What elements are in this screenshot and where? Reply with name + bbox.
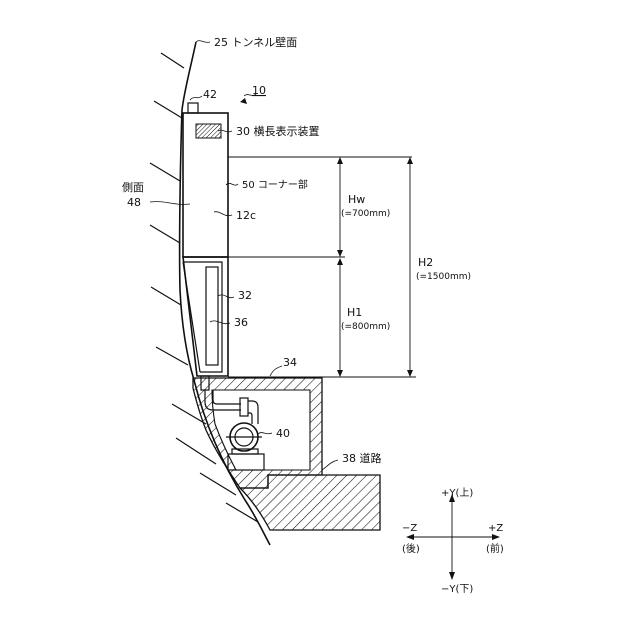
- dim-h1-value: (=800mm): [341, 322, 390, 332]
- dim-h2-value: (=1500mm): [416, 272, 471, 282]
- label-corner-50: 50 コーナー部: [242, 178, 308, 191]
- coordinate-axes: [406, 494, 500, 580]
- label-40: 40: [276, 427, 290, 440]
- dim-h1-label: H1: [347, 306, 362, 319]
- label-10: 10: [252, 84, 266, 97]
- axis-plus-y: +Y(上): [441, 487, 473, 499]
- label-road-38: 38 道路: [342, 451, 382, 465]
- label-side-title: 側面: [122, 181, 144, 194]
- label-tunnel-wall: 25 トンネル壁面: [214, 35, 297, 49]
- dim-h2-label: H2: [418, 256, 433, 269]
- display-device-10: [183, 113, 228, 376]
- mount-bracket-42: [188, 103, 198, 113]
- axis-plus-z-sub: (前): [486, 542, 504, 555]
- axis-minus-y: −Y(下): [441, 584, 473, 595]
- axis-plus-z: +Z: [488, 523, 503, 534]
- axis-minus-z: −Z: [402, 523, 417, 534]
- label-12c: 12c: [236, 209, 256, 222]
- label-side-48: 48: [127, 196, 141, 209]
- dim-hw-value: (=700mm): [341, 209, 390, 219]
- label-display-30: 30 横長表示装置: [236, 124, 320, 138]
- label-42: 42: [203, 88, 217, 101]
- label-36: 36: [234, 316, 248, 329]
- dim-hw-label: Hw: [348, 193, 365, 206]
- axis-minus-z-sub: (後): [402, 542, 420, 555]
- label-32: 32: [238, 289, 252, 302]
- label-34: 34: [283, 356, 297, 369]
